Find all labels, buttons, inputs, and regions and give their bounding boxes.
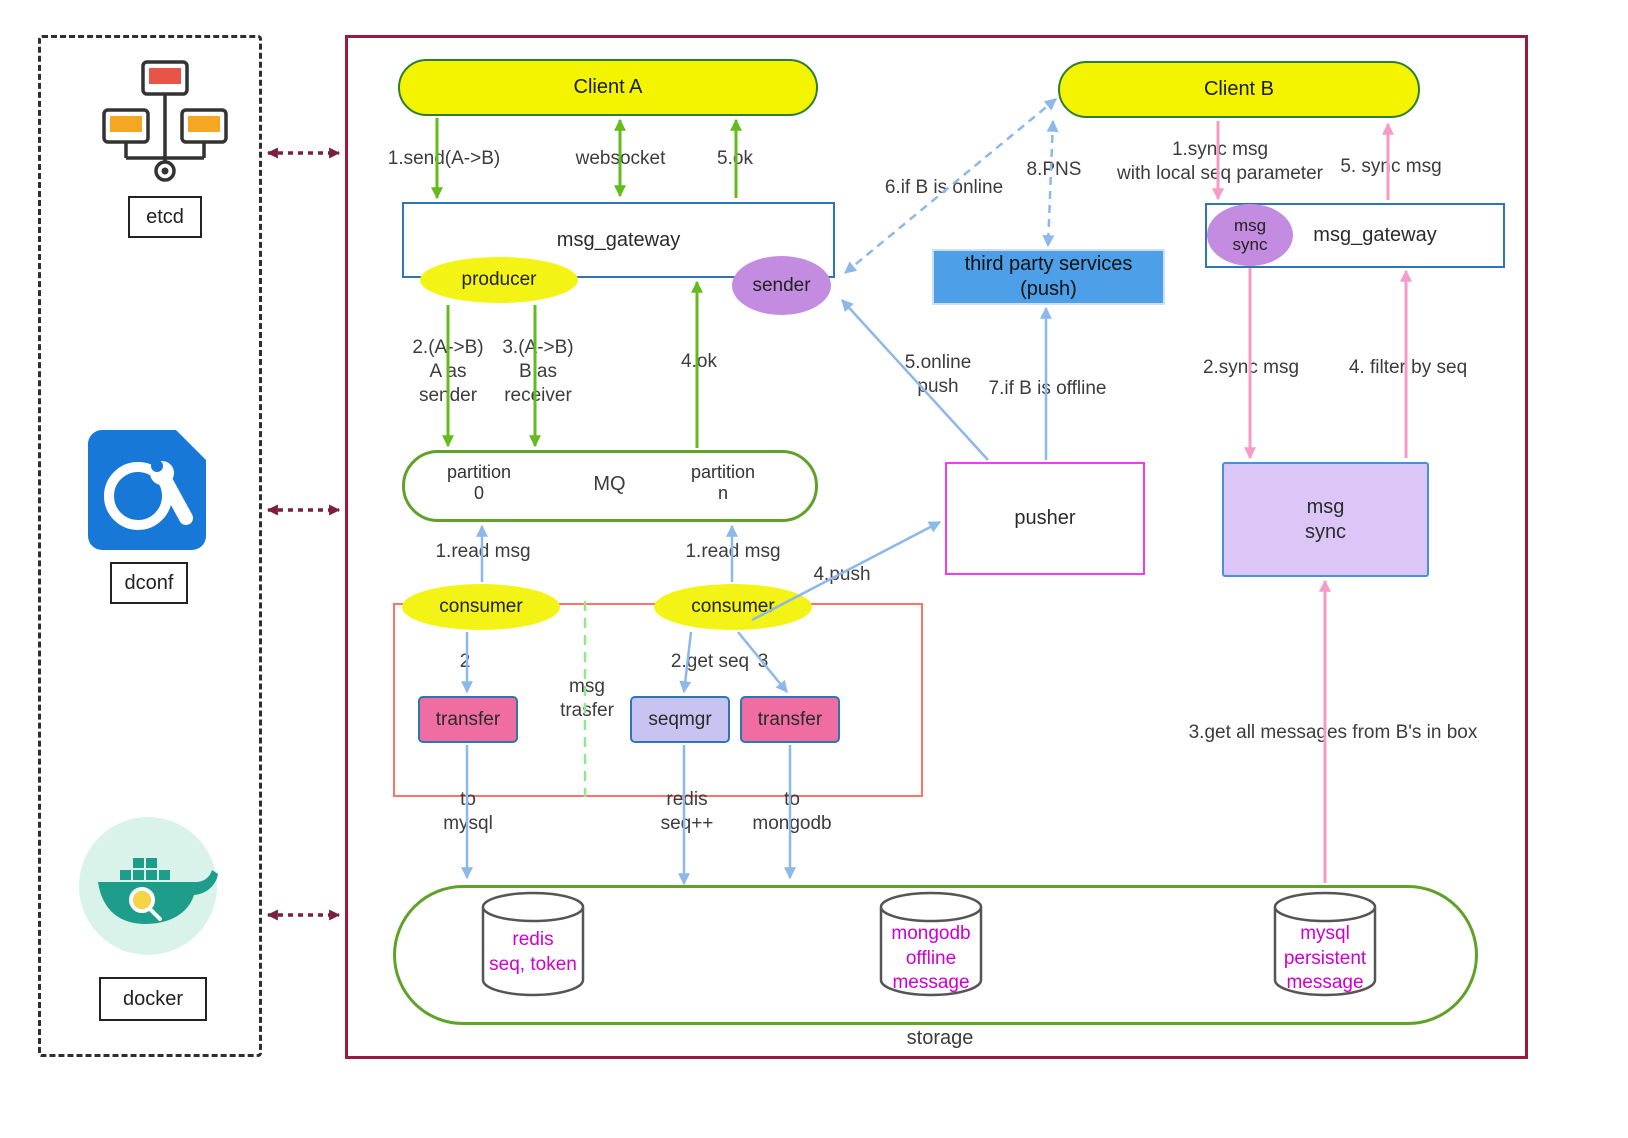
etcd-label: etcd <box>146 205 184 228</box>
dconf-label: dconf <box>124 571 174 594</box>
dconf-label-box: dconf <box>110 562 188 604</box>
client-a-label: Client A <box>573 76 643 98</box>
client-a-node: Client A <box>398 59 818 116</box>
msg-gateway-a-title: msg_gateway <box>556 228 681 251</box>
sync2-label: 2.sync msg <box>1202 357 1300 378</box>
push4-label: 4.push <box>813 564 871 585</box>
third-party-box: third party services (push) <box>932 249 1165 305</box>
mongodb-db-label: mongodb offline message <box>891 923 971 994</box>
consumer-right-label: consumer <box>691 596 775 618</box>
redis-seq-label: redis seq++ <box>660 789 714 834</box>
mq-box <box>402 450 818 522</box>
third-party-label: third party services (push) <box>964 253 1133 300</box>
online-push-label: 5.online push <box>904 352 972 397</box>
transfer-right-label: transfer <box>757 708 823 730</box>
read-msg-left-label: 1.read msg <box>435 541 531 562</box>
storage-label: storage <box>906 1027 974 1049</box>
mysql-cylinder <box>1273 891 1377 997</box>
if-offline-label: 7.if B is offline <box>988 378 1107 399</box>
msg-gateway-b-title: msg_gateway <box>1313 224 1437 246</box>
etcd-label-box: etcd <box>128 196 202 238</box>
partition-0-label: partition 0 <box>446 462 512 503</box>
read-msg-right-label: 1.read msg <box>685 541 781 562</box>
pusher-label: pusher <box>1014 507 1076 529</box>
dconf-icon <box>88 430 206 550</box>
mysql-db-label: mysql persistent message <box>1283 923 1367 994</box>
etcd-icon <box>102 60 228 182</box>
filter4-label: 4. filter by seq <box>1348 357 1468 378</box>
step3-label: 3 <box>757 651 769 672</box>
seqmgr-box: seqmgr <box>630 696 730 743</box>
redis-cylinder <box>481 891 585 997</box>
ok5-label: 5.ok <box>717 148 753 169</box>
redis-db-label: redis seq, token <box>489 929 577 975</box>
msg-trasfer-label: msg trasfer <box>560 676 614 721</box>
partition-n-label: partition n <box>690 462 756 503</box>
mq-title: MQ <box>593 473 626 495</box>
producer-ellipse: producer <box>420 257 578 303</box>
seqmgr-label: seqmgr <box>648 708 712 730</box>
infra-panel <box>38 35 262 1057</box>
transfer-right-box: transfer <box>740 696 840 743</box>
to-mongodb-label: to mongodb <box>752 789 832 834</box>
client-b-node: Client B <box>1058 61 1420 118</box>
consumer-left-ellipse: consumer <box>402 584 560 630</box>
docker-icon <box>79 817 218 955</box>
docker-label: docker <box>122 987 184 1010</box>
producer-label: producer <box>461 269 537 291</box>
websocket-label: websocket <box>575 148 666 169</box>
consumer-right-ellipse: consumer <box>654 584 812 630</box>
main-boundary <box>345 35 1528 1059</box>
sync5-label: 5. sync msg <box>1340 156 1442 177</box>
docker-label-box: docker <box>99 977 207 1021</box>
msg-sync-box-label: msg sync <box>1304 495 1347 543</box>
consumer-left-label: consumer <box>439 596 523 618</box>
b-as-receiver-label: 3.(A->B) B as receiver <box>502 337 574 406</box>
step2-label: 2 <box>459 651 471 672</box>
msg-sync-box: msg sync <box>1222 462 1429 577</box>
client-b-label: Client B <box>1203 78 1275 100</box>
pusher-box: pusher <box>945 462 1145 575</box>
pns-label: 8.PNS <box>1026 159 1082 180</box>
ok4-label: 4.ok <box>681 351 717 372</box>
if-online-label: 6.if B is online <box>884 177 1004 198</box>
msg-sync-ellipse-label: msg sync <box>1232 215 1268 254</box>
to-mysql-label: to mysql <box>443 789 493 834</box>
sender-label: sender <box>752 274 811 296</box>
sync1-label: 1.sync msg with local seq parameter <box>1117 139 1323 184</box>
transfer-left-box: transfer <box>418 696 518 743</box>
send-label: 1.send(A->B) <box>387 148 501 169</box>
a-as-sender-label: 2.(A->B) A as sender <box>412 337 484 406</box>
msg-sync-ellipse: msg sync <box>1207 204 1293 266</box>
sender-ellipse: sender <box>732 256 831 315</box>
transfer-left-label: transfer <box>435 708 501 730</box>
get-all-label: 3.get all messages from B's in box <box>1188 722 1478 743</box>
get-seq-label: 2.get seq <box>670 651 750 672</box>
mongodb-cylinder <box>879 891 983 997</box>
